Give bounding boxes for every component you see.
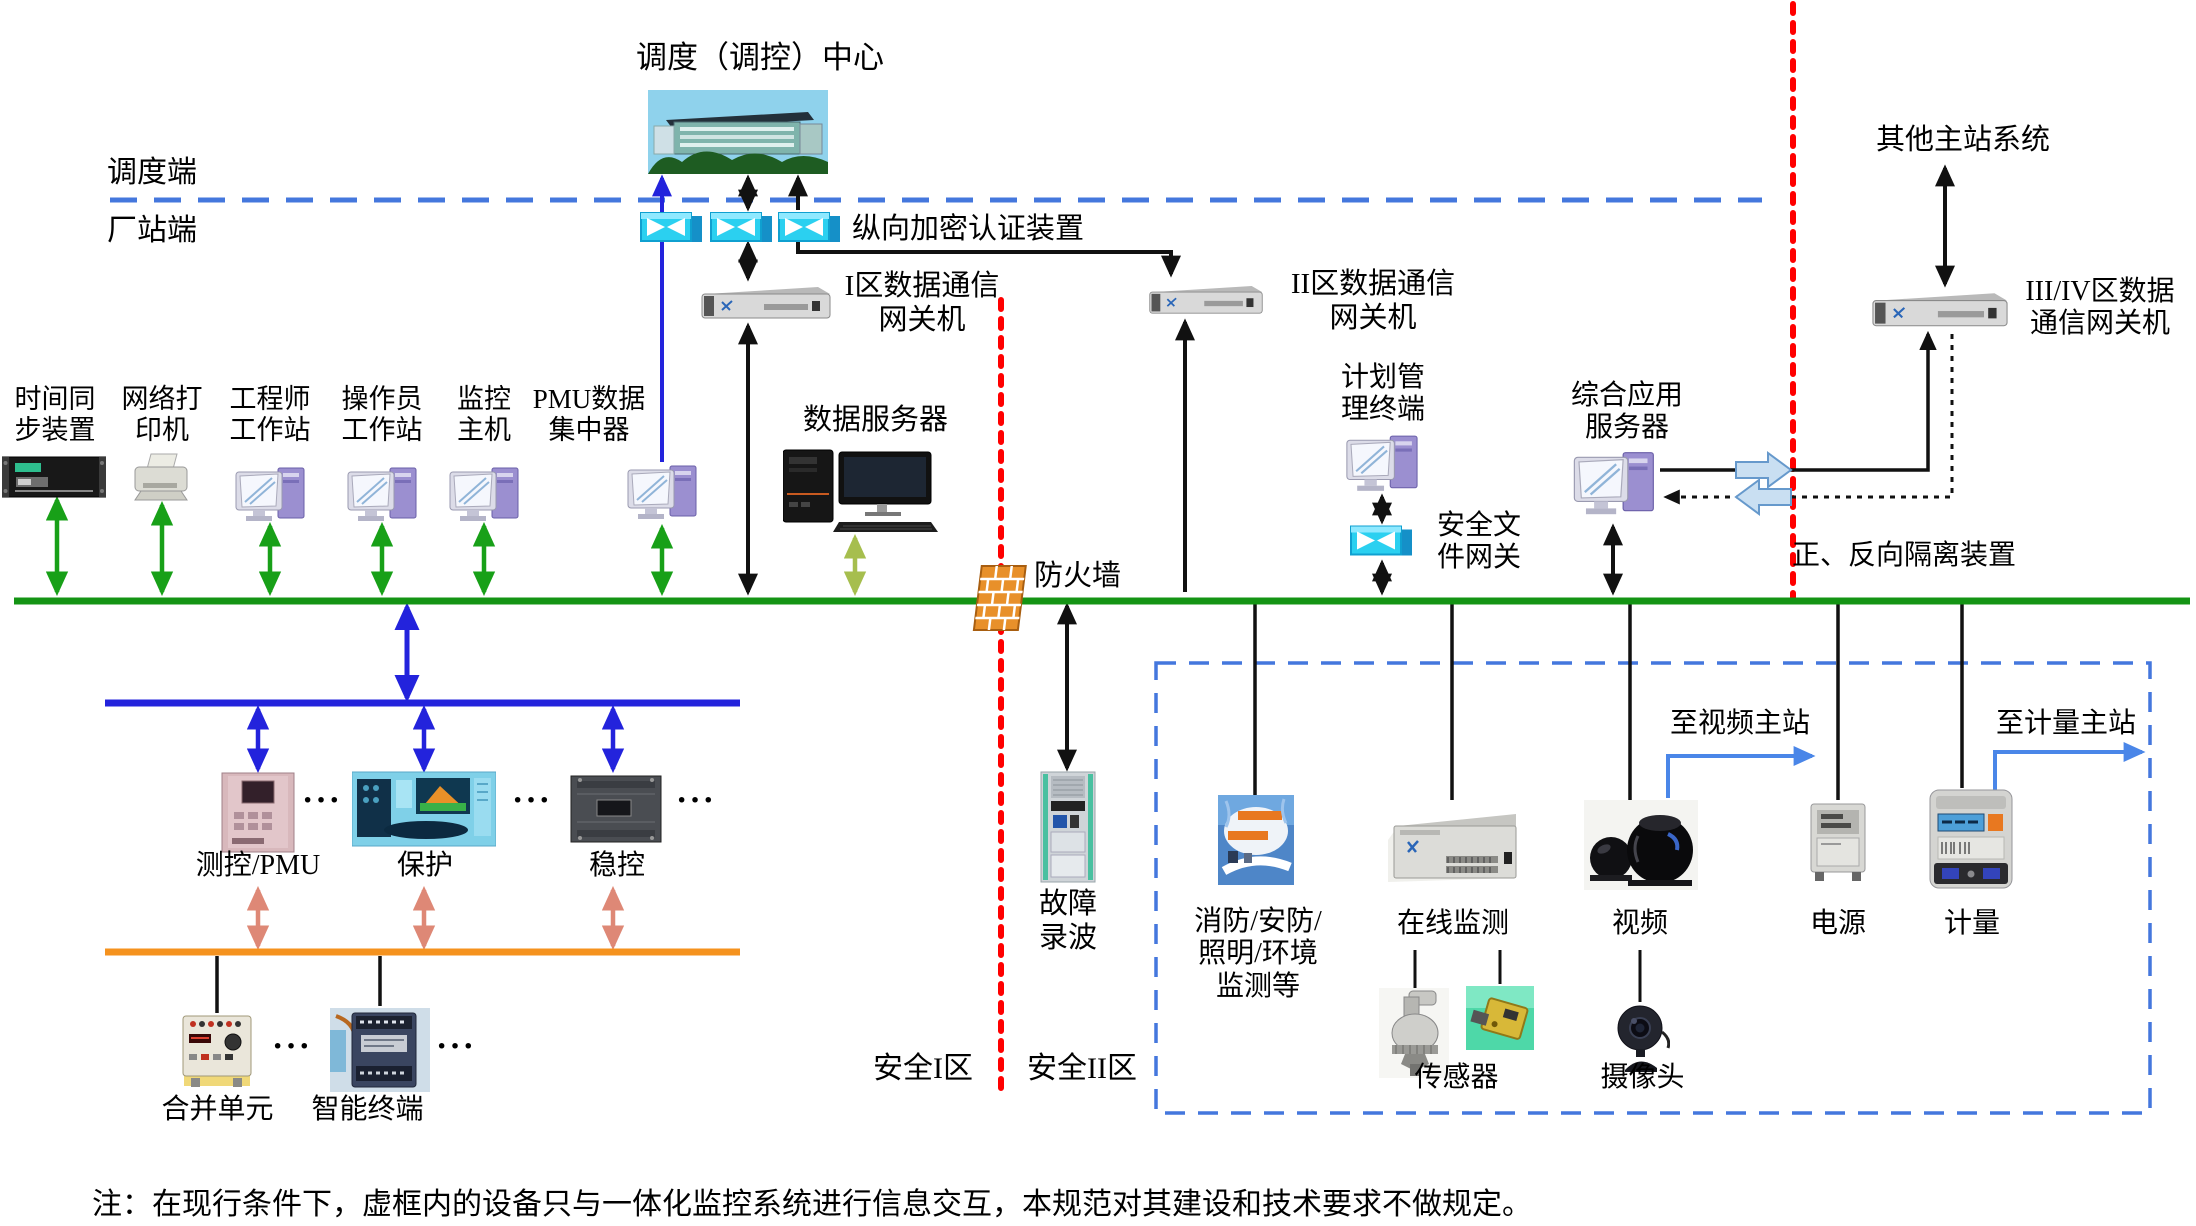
data-server-label: 数据服务器: [802, 404, 948, 436]
ellipsis-4: ···: [272, 1028, 313, 1065]
station-side-label: 厂站端: [107, 214, 197, 247]
encryption-device-icon-3: [778, 211, 842, 244]
firewall-label: 防火墙: [1034, 560, 1122, 592]
dispatch-side-label: 调度端: [107, 156, 197, 189]
merging-unit-label: 合并单元: [161, 1094, 274, 1125]
engineer-ws-label: 工程师 工作站: [229, 384, 311, 446]
reverse-isolation-arrow: [1734, 478, 1792, 516]
video-label: 视频: [1611, 908, 1668, 939]
time-sync-device-icon: [2, 455, 106, 499]
to-video-master-label: 至视频主站: [1669, 708, 1810, 739]
sensor-label: 传感器: [1414, 1062, 1499, 1093]
firewall-icon: [972, 564, 1028, 632]
ellipsis-2: ···: [512, 782, 553, 819]
operator-ws-label: 操作员 工作站: [341, 384, 423, 446]
power-supply-icon: [1807, 800, 1869, 884]
time-sync-label: 时间同 步装置: [14, 384, 96, 446]
zone2-gateway-icon: [1148, 280, 1264, 320]
pressure-sensor-icon: [1379, 988, 1449, 1078]
aux-devices-dashed-box: [1154, 661, 2152, 1115]
pmu-concentrator-icon: [626, 462, 700, 524]
zone1-gateway-icon: [700, 282, 832, 324]
data-server-icon: [783, 446, 938, 534]
footnote: 注：在现行条件下，虚框内的设备只与一体化监控系统进行信息交互，本规范对其建设和技…: [92, 1188, 1532, 1221]
encryption-label: 纵向加密认证装置: [852, 213, 1085, 245]
protection-label: 保护: [396, 850, 453, 881]
encryption-device-icon-1: [640, 211, 704, 244]
protection-device-icon: [352, 770, 496, 848]
encryption-device-icon-2: [710, 211, 774, 244]
zone34-gateway-icon: [1867, 288, 2013, 332]
ellipsis-3: ···: [676, 782, 717, 819]
to-metering-master-label: 至计量主站: [1995, 708, 2136, 739]
pmu-concentrator-label: PMU数据 集中器: [532, 384, 646, 446]
metering-label: 计量: [1943, 908, 2000, 939]
printer-icon: [133, 452, 191, 504]
webcam-icon: [1612, 1002, 1670, 1074]
zone34-gateway-label: III/IV区数据 通信网关机: [2025, 276, 2175, 340]
plan-terminal-icon: [1343, 432, 1423, 496]
secure-file-gateway-label: 安全文 件网关: [1436, 510, 1521, 574]
online-monitor-device-icon: [1384, 800, 1522, 886]
secure-file-gateway-icon: [1350, 523, 1414, 559]
fire-security-label: 消防/安防/ 照明/环境 监测等: [1194, 906, 1322, 1002]
dispatch-center-building-photo: [648, 90, 828, 174]
dome-cameras-icon: [1584, 800, 1698, 890]
online-monitor-label: 在线监测: [1396, 908, 1509, 939]
measure-pmu-label: 测控/PMU: [195, 850, 321, 881]
stability-label: 稳控: [588, 850, 645, 881]
zone2-area-label: 安全II区: [1027, 1052, 1137, 1085]
smart-terminal-label: 智能终端: [311, 1094, 424, 1125]
other-master-label: 其他主站系统: [1875, 124, 2050, 156]
zone2-gateway-label: II区数据通信 网关机: [1290, 268, 1456, 334]
ellipsis-5: ···: [436, 1028, 477, 1065]
app-server-label: 综合应用 服务器: [1570, 380, 1683, 444]
printer-label: 网络打 印机: [121, 384, 203, 446]
app-server-icon: [1572, 448, 1658, 520]
ellipsis-1: ···: [302, 782, 343, 819]
forward-isolation-arrow: [1735, 451, 1793, 489]
smart-terminal-icon: [330, 1008, 430, 1092]
monitor-host-label: 监控 主机: [457, 384, 511, 446]
fire-security-icon: [1218, 795, 1294, 885]
operator-ws-icon: [346, 464, 420, 526]
stability-device-icon: [570, 772, 662, 846]
zone1-area-label: 安全I区: [873, 1052, 973, 1085]
dispatch-center-title: 调度（调控）中心: [636, 40, 884, 75]
camera-label: 摄像头: [1600, 1062, 1685, 1093]
gas-sensor-icon: [1466, 986, 1534, 1050]
fault-recorder-icon: [1040, 770, 1096, 884]
monitor-host-icon: [448, 464, 522, 526]
energy-meter-icon: [1924, 788, 2018, 892]
isolation-label: 正、反向隔离装置: [1792, 540, 2017, 571]
measure-pmu-device-icon: [220, 772, 296, 854]
fault-recorder-label: 故障 录波: [1038, 888, 1097, 954]
plan-terminal-label: 计划管 理终端: [1340, 362, 1425, 426]
merging-unit-icon: [181, 1014, 253, 1090]
zone1-gateway-label: I区数据通信 网关机: [844, 270, 1000, 336]
engineer-ws-icon: [234, 464, 308, 526]
power-label: 电源: [1809, 908, 1866, 939]
